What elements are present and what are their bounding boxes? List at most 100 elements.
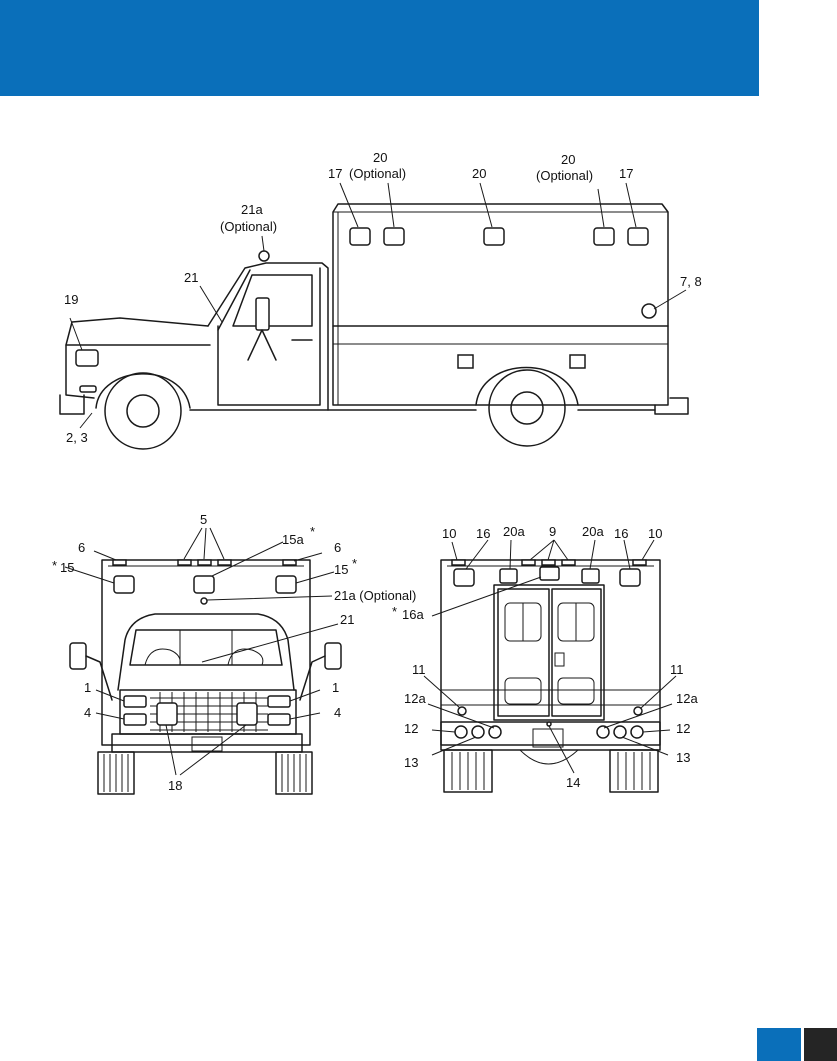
label-15-right-asterisk: *: [352, 556, 357, 571]
label-11-right: 11: [670, 662, 684, 677]
front-lamp-15a: [193, 575, 215, 594]
side-lamp-17-rear: [627, 227, 649, 246]
label-20-optional-right-text: (Optional): [536, 168, 593, 183]
side-lamp-7-8: [641, 303, 657, 319]
label-10-left: 10: [442, 526, 456, 541]
label-21a-optional: (Optional): [220, 219, 277, 234]
front-lamp-1-left: [123, 695, 147, 708]
page-tab-blue: [757, 1028, 801, 1061]
front-lamp-4-left: [123, 713, 147, 726]
label-13-left: 13: [404, 755, 418, 770]
label-17-right: 17: [619, 166, 633, 181]
label-21a-number: 21a: [241, 202, 263, 217]
side-lamp-20: [483, 227, 505, 246]
side-lamp-20-optional-front: [383, 227, 405, 246]
front-view: 5 6 15a * 6 * 15 15 * 21a (Optional) 21 …: [52, 512, 416, 795]
side-view: 17 20 (Optional) 20 20 (Optional) 17 21a…: [59, 150, 702, 450]
label-16a: 16a: [402, 607, 424, 622]
label-6-left: 6: [78, 540, 85, 555]
label-16-right: 16: [614, 526, 628, 541]
label-15-left: 15: [60, 560, 74, 575]
label-19: 19: [64, 292, 78, 307]
label-15a: 15a: [282, 532, 304, 547]
label-21: 21: [184, 270, 198, 285]
label-11-left: 11: [412, 662, 426, 677]
rear-lamp-9-right: [561, 559, 576, 566]
front-lamp-6-left: [112, 559, 127, 566]
label-15a-asterisk: *: [310, 524, 315, 539]
label-4-left: 4: [84, 705, 91, 720]
side-lamp-17-front: [349, 227, 371, 246]
label-9: 9: [549, 524, 556, 539]
front-lamp-5-right: [217, 559, 232, 566]
header-banner: [0, 0, 759, 96]
front-lamp-18-right: [236, 702, 258, 726]
label-12-right: 12: [676, 721, 690, 736]
label-16a-asterisk: *: [392, 604, 397, 619]
rear-lamp-20a-left: [499, 568, 518, 584]
rear-lamp-10-left: [451, 559, 466, 566]
front-lamp-21a-optional: [200, 597, 208, 605]
label-20-center: 20: [472, 166, 486, 181]
front-lamp-5-center: [197, 559, 212, 566]
front-lamp-4-right: [267, 713, 291, 726]
label-5: 5: [200, 512, 207, 527]
label-20a-left: 20a: [503, 524, 525, 539]
side-lamp-19: [75, 349, 99, 367]
rear-lamp-13-left: [471, 725, 485, 739]
label-20a-right: 20a: [582, 524, 604, 539]
label-17-left: 17: [328, 166, 342, 181]
label-12a-left: 12a: [404, 691, 426, 706]
side-lamp-2-3: [79, 385, 97, 393]
front-vehicle-outline: [69, 559, 342, 795]
label-1-right: 1: [332, 680, 339, 695]
rear-lamp-11-left: [457, 706, 467, 716]
rear-lamp-10-right: [632, 559, 647, 566]
page-tab-dark: [804, 1028, 837, 1061]
rear-lamp-12-right: [630, 725, 644, 739]
label-20-optional-left-number: 20: [373, 150, 387, 165]
rear-lamp-14: [546, 721, 552, 727]
front-lamp-15-left: [113, 575, 135, 594]
label-14: 14: [566, 775, 580, 790]
label-10-right: 10: [648, 526, 662, 541]
rear-lamp-12a-left: [488, 725, 502, 739]
side-vehicle-outline: [59, 203, 689, 450]
label-4-right: 4: [334, 705, 341, 720]
label-18: 18: [168, 778, 182, 793]
side-lamp-21a-optional: [258, 250, 270, 262]
rear-lamp-9-center: [541, 559, 556, 566]
rear-lamp-16a: [539, 566, 560, 581]
label-2-3: 2, 3: [66, 430, 88, 445]
label-21a-optional-front: 21a (Optional): [334, 588, 416, 603]
label-1-left: 1: [84, 680, 91, 695]
label-15-right: 15: [334, 562, 348, 577]
label-16-left: 16: [476, 526, 490, 541]
label-13-right: 13: [676, 750, 690, 765]
front-lamp-6-right: [282, 559, 297, 566]
front-lamp-5-left: [177, 559, 192, 566]
front-lamp-15-right: [275, 575, 297, 594]
label-20-optional-left-text: (Optional): [349, 166, 406, 181]
label-15-left-asterisk: *: [52, 558, 57, 573]
rear-lamp-13-right: [613, 725, 627, 739]
rear-lamp-9-left: [521, 559, 536, 566]
label-12-left: 12: [404, 721, 418, 736]
label-12a-right: 12a: [676, 691, 698, 706]
rear-lamp-12-left: [454, 725, 468, 739]
label-21-front: 21: [340, 612, 354, 627]
rear-lamp-16-left: [453, 568, 475, 587]
label-7-8: 7, 8: [680, 274, 702, 289]
label-6-right: 6: [334, 540, 341, 555]
rear-lamp-20a-right: [581, 568, 600, 584]
front-lamp-1-right: [267, 695, 291, 708]
rear-lamp-12a-right: [596, 725, 610, 739]
rear-lamp-16-right: [619, 568, 641, 587]
rear-vehicle-outline: [440, 559, 661, 793]
rear-lamp-11-right: [633, 706, 643, 716]
front-lamp-18-left: [156, 702, 178, 726]
label-20-optional-right-number: 20: [561, 152, 575, 167]
rear-view: 10 16 20a 9 20a 16 10 * 16a 11 11 12a 12…: [392, 524, 698, 793]
side-lamp-20-optional-rear: [593, 227, 615, 246]
